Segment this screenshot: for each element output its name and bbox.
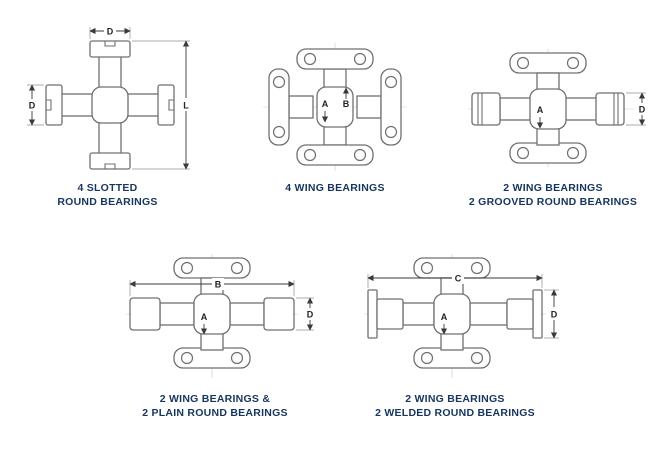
ujoint-drawing-slotted-round: D D L (25, 25, 192, 170)
cross-body (44, 40, 175, 170)
dimension-d-top: D (88, 25, 131, 39)
dimension-label-b: B (343, 99, 350, 109)
caption-line: 2 WING BEARINGS (503, 182, 603, 194)
grooved-round-bearing-right (595, 92, 625, 126)
dimension-d-right: D (626, 92, 648, 126)
dimension-label-d: D (307, 310, 314, 320)
wing-bearing-bottom (296, 144, 374, 166)
dimension-a: A (438, 311, 450, 335)
diagram-caption: 2 WING BEARINGS & 2 PLAIN ROUND BEARINGS (142, 392, 288, 420)
diagram-2-wing-2-plain-round: B A D 2 WING BEARINGS & 2 PLAIN ROUND BE… (100, 228, 330, 420)
dimension-a: A (319, 98, 331, 123)
diagram-2-wing-2-welded-round: C A D 2 WING BEARINGS 2 WELDED ROUND BEA… (340, 228, 570, 420)
dimension-label-c: C (455, 274, 462, 284)
caption-line: 4 WING BEARINGS (285, 182, 385, 194)
center-body (529, 88, 567, 130)
dimension-label-d-left: D (28, 101, 35, 111)
caption-line: 2 WING BEARINGS & (159, 393, 271, 405)
center-body (193, 293, 231, 335)
dimension-d-left: D (25, 84, 44, 126)
diagram-caption: 4 SLOTTED ROUND BEARINGS (57, 181, 157, 209)
dimension-b: B (340, 87, 352, 109)
caption-line: 2 WING BEARINGS (405, 393, 505, 405)
dimension-b-top: B (129, 278, 295, 296)
dimension-d-right: D (296, 297, 316, 331)
wing-bearing-left (268, 68, 290, 146)
caption-line: 4 SLOTTED (77, 182, 138, 194)
ujoint-drawing-4-wing: A B (263, 43, 407, 171)
plain-round-bearing-left (129, 297, 161, 331)
dimension-c-top: C (367, 272, 543, 288)
diagram-4-slotted-round-bearings: D D L 4 SLOTTED ROUND BEARINGS (15, 15, 200, 209)
dimension-label-d-top: D (106, 27, 113, 37)
ujoint-drawing-wing-plain: B A D (126, 254, 316, 378)
wing-bearing-top (173, 257, 251, 279)
grooved-round-bearing-left (471, 92, 501, 126)
dimension-label-a: A (441, 312, 448, 322)
wing-bearing-right (380, 68, 402, 146)
wing-bearing-top (509, 52, 587, 74)
diagram-2-wing-2-grooved-round: A D 2 WING BEARINGS 2 GROOVED ROUND BEAR… (448, 35, 658, 209)
ujoint-drawing-wing-grooved: A D (468, 49, 648, 167)
dimension-a: A (534, 104, 546, 129)
plain-round-bearing-right (263, 297, 295, 331)
wing-bearing-bottom (173, 347, 251, 369)
caption-line: 2 GROOVED ROUND BEARINGS (468, 196, 638, 209)
dimension-d-right: D (544, 289, 560, 339)
caption-line: 2 WELDED ROUND BEARINGS (375, 407, 535, 420)
diagram-4-wing-bearings: A B 4 WING BEARINGS (240, 25, 430, 195)
welded-round-bearing-right (506, 289, 543, 339)
dimension-label-a: A (537, 105, 544, 115)
dimension-label-d: D (639, 105, 646, 115)
wing-bearing-bottom (413, 347, 491, 369)
wing-bearing-bottom (509, 142, 587, 164)
diagram-caption: 2 WING BEARINGS 2 WELDED ROUND BEARINGS (375, 392, 535, 420)
dimension-label-b: B (215, 280, 222, 290)
wing-bearing-top (296, 48, 374, 70)
dimension-label-a: A (201, 312, 208, 322)
dimension-label-a: A (322, 99, 329, 109)
center-body (433, 293, 471, 335)
dimension-label-d: D (551, 310, 558, 320)
dimension-a: A (198, 311, 210, 335)
wing-bearing-top (413, 257, 491, 279)
diagram-caption: 2 WING BEARINGS 2 GROOVED ROUND BEARINGS (469, 181, 637, 209)
ujoint-drawing-wing-welded: C A D (364, 254, 560, 378)
diagram-caption: 4 WING BEARINGS (285, 181, 384, 195)
dimension-label-l: L (183, 101, 189, 111)
cross-body (402, 277, 508, 351)
dimension-l-right: L (131, 40, 192, 170)
caption-line: ROUND BEARINGS (57, 196, 158, 209)
caption-line: 2 PLAIN ROUND BEARINGS (142, 407, 288, 420)
welded-round-bearing-left (367, 289, 404, 339)
